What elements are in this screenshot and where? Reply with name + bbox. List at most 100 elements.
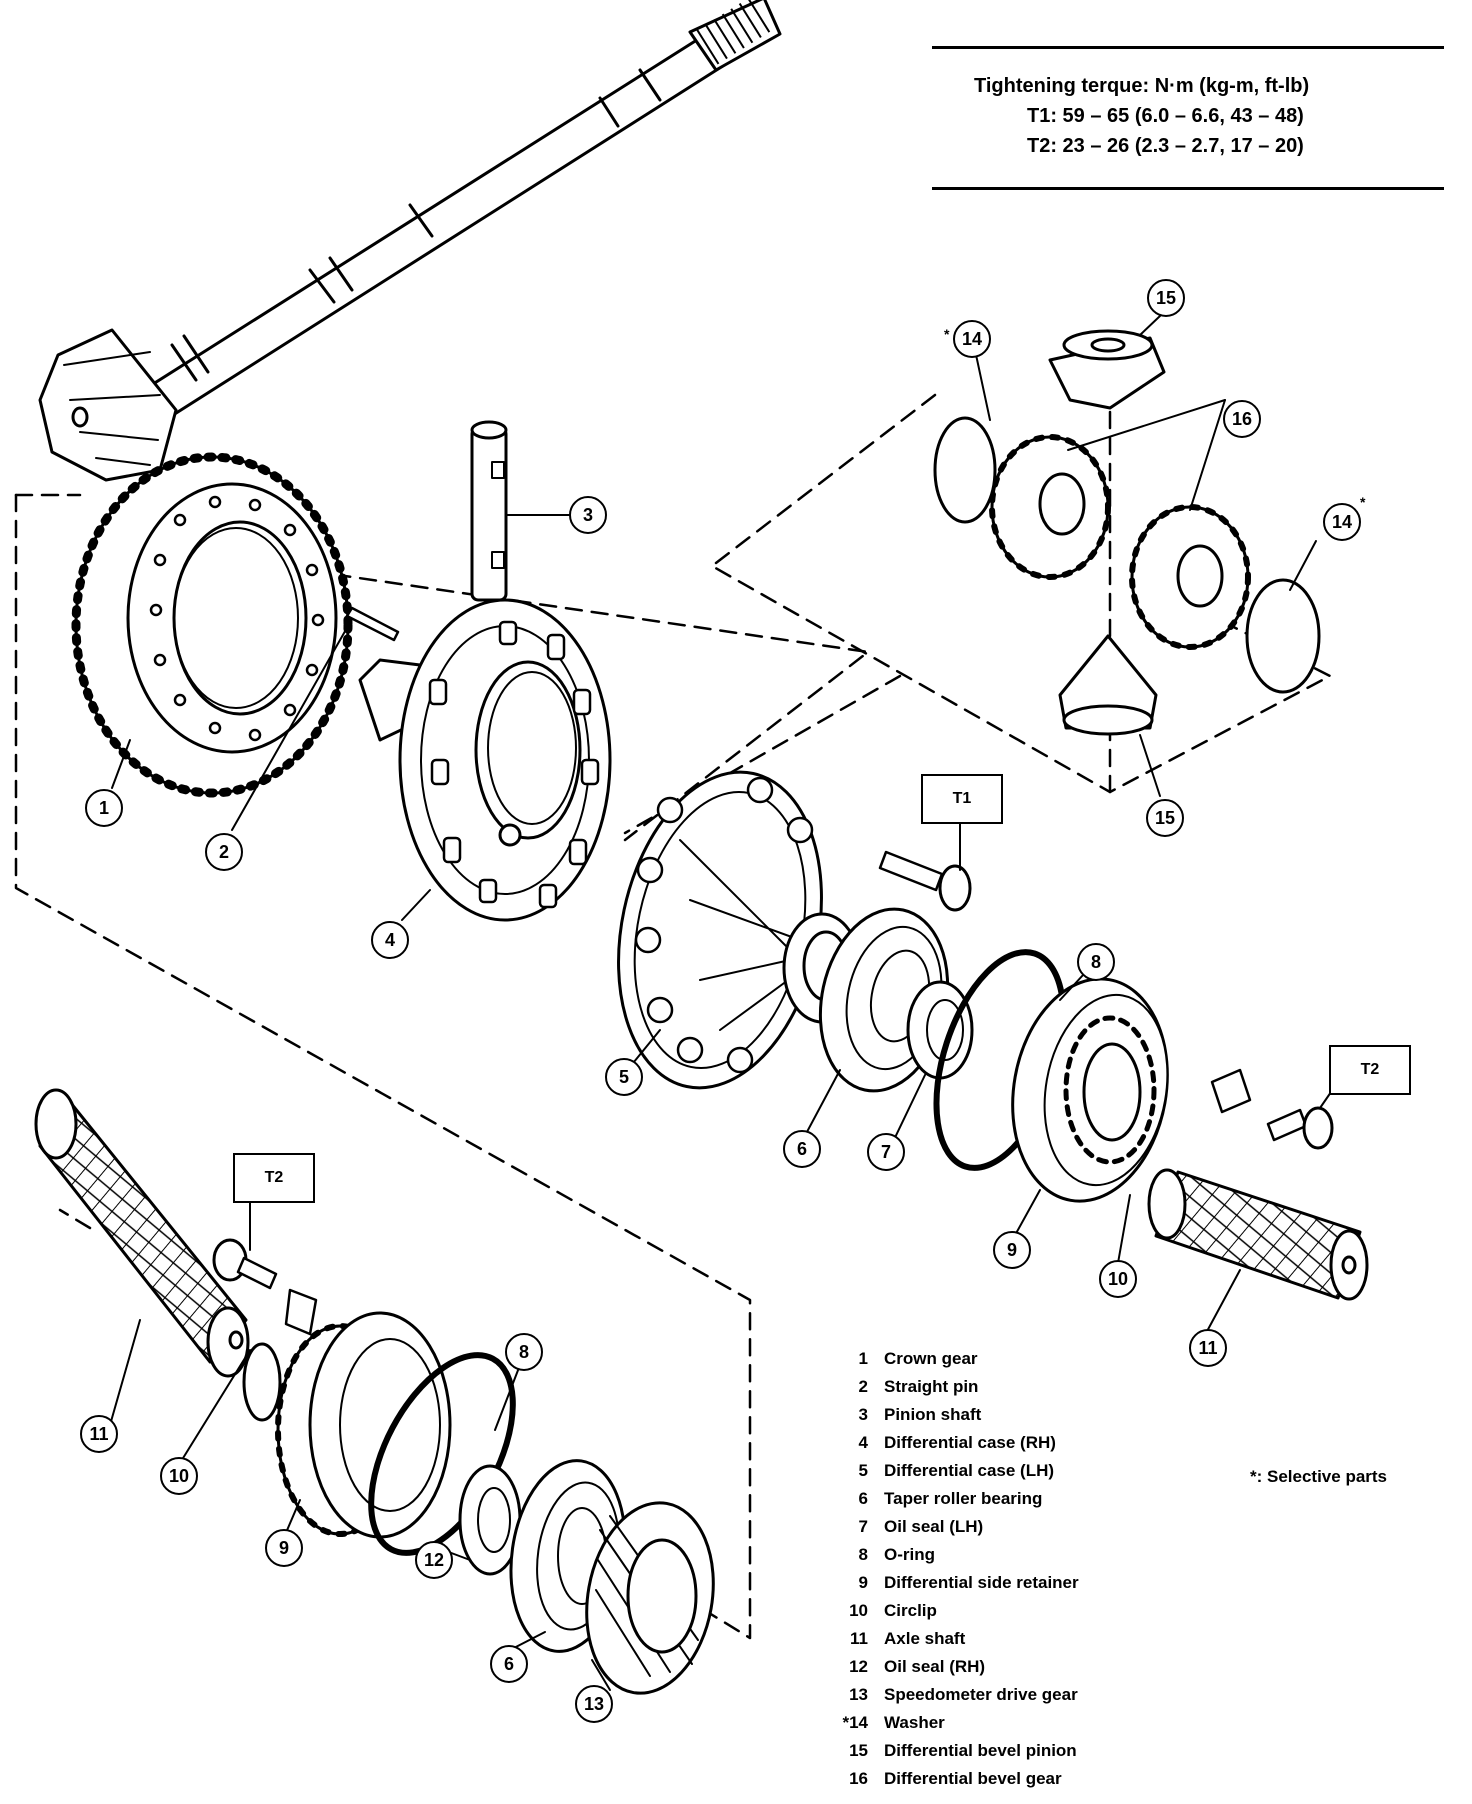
lock-plate-right xyxy=(1210,1068,1252,1114)
part-number: 4 xyxy=(858,1433,868,1452)
callout-1: 1 xyxy=(85,789,123,827)
parts-legend-row: 5 Differential case (LH) xyxy=(830,1457,1190,1485)
bolt-t1 xyxy=(878,850,972,912)
callout-8-right: 8 xyxy=(1077,943,1115,981)
part-name: Axle shaft xyxy=(884,1629,966,1648)
callout-11-right: 11 xyxy=(1189,1329,1227,1367)
callout-5: 5 xyxy=(605,1058,643,1096)
side-retainer-left xyxy=(275,1311,452,1539)
bolt-t2-left xyxy=(212,1238,278,1290)
part-name: Washer xyxy=(884,1713,945,1732)
part-number: 3 xyxy=(858,1405,868,1424)
callout-10-left: 10 xyxy=(160,1457,198,1495)
part-number: 2 xyxy=(858,1377,868,1396)
part-number: 8 xyxy=(858,1545,868,1564)
parts-legend-row: 4 Differential case (RH) xyxy=(830,1429,1190,1457)
washer-left xyxy=(933,416,997,524)
callout-12: 12 xyxy=(415,1541,453,1579)
torque-title: Tightening terque: N·m (kg-m, ft-lb) xyxy=(974,75,1310,97)
speedometer-drive-gear xyxy=(585,1501,715,1695)
taper-roller-bearing-left xyxy=(509,1459,627,1653)
part-number: 12 xyxy=(849,1657,868,1676)
parts-legend-row: 13 Speedometer drive gear xyxy=(830,1681,1190,1709)
part-name: O-ring xyxy=(884,1545,935,1564)
part-name: Straight pin xyxy=(884,1377,979,1396)
part-number: 15 xyxy=(849,1741,868,1760)
torque-spec-box: Tightening terque: N·m (kg-m, ft-lb) T1:… xyxy=(932,46,1444,190)
torque-label-t1: T1 xyxy=(921,774,1003,824)
selective-mark-14-right: * xyxy=(1360,494,1366,510)
parts-legend-row: 2 Straight pin xyxy=(830,1373,1190,1401)
part-name: Speedometer drive gear xyxy=(884,1685,1078,1704)
selective-mark-14-left: * xyxy=(944,326,950,342)
crown-gear xyxy=(71,452,353,798)
differential-case-rh xyxy=(358,598,612,922)
bevel-pinion-top xyxy=(1048,329,1166,410)
part-number: 6 xyxy=(858,1489,868,1508)
parts-legend-row: 8 O-ring xyxy=(830,1541,1190,1569)
torque-t2-spec: T2: 23 – 26 (2.3 – 2.7, 17 – 20) xyxy=(1027,135,1304,157)
parts-legend-row: 1 Crown gear xyxy=(830,1345,1190,1373)
selective-parts-note: *: Selective parts xyxy=(1250,1467,1388,1486)
axle-shaft-right xyxy=(1147,1168,1369,1301)
callout-10-right: 10 xyxy=(1099,1260,1137,1298)
parts-legend-row: 11 Axle shaft xyxy=(830,1625,1190,1653)
side-retainer-right xyxy=(1011,977,1169,1203)
torque-label-t2-left: T2 xyxy=(233,1153,315,1203)
torque-t1-spec: T1: 59 – 65 (6.0 – 6.6, 43 – 48) xyxy=(1027,105,1304,127)
callout-14-left: 14 xyxy=(953,320,991,358)
part-number: 9 xyxy=(858,1573,868,1592)
bolt-t2-right xyxy=(1266,1106,1334,1150)
parts-legend-row: *14 Washer xyxy=(830,1709,1190,1737)
parts-legend-row: 15 Differential bevel pinion xyxy=(830,1737,1190,1765)
callout-9-left: 9 xyxy=(265,1529,303,1567)
callout-6-right: 6 xyxy=(783,1130,821,1168)
lock-plate-left xyxy=(284,1288,318,1336)
parts-legend-row: 9 Differential side retainer xyxy=(830,1569,1190,1597)
circlip-left xyxy=(242,1342,282,1422)
parts-legend-row: 10 Circlip xyxy=(830,1597,1190,1625)
drive-pinion-shaft xyxy=(38,0,782,482)
part-name: Differential side retainer xyxy=(884,1573,1079,1592)
parts-legend-row: 7 Oil seal (LH) xyxy=(830,1513,1190,1541)
bevel-pinion-bottom xyxy=(1058,634,1158,736)
part-number: 11 xyxy=(850,1629,868,1648)
part-name: Differential case (LH) xyxy=(884,1461,1055,1480)
callout-8-left: 8 xyxy=(505,1333,543,1371)
axle-shaft-left xyxy=(34,1088,250,1378)
callout-11-left: 11 xyxy=(80,1415,118,1453)
differential-case-lh xyxy=(617,770,862,1090)
part-name: Crown gear xyxy=(884,1349,978,1368)
callout-16: 16 xyxy=(1223,400,1261,438)
callout-9-right: 9 xyxy=(993,1231,1031,1269)
callout-4: 4 xyxy=(371,921,409,959)
part-name: Differential bevel gear xyxy=(884,1769,1062,1788)
callout-15-bottom: 15 xyxy=(1146,799,1184,837)
callout-14-right: 14 xyxy=(1323,503,1361,541)
part-number: *14 xyxy=(842,1713,868,1732)
part-name: Oil seal (LH) xyxy=(884,1517,984,1536)
pinion-shaft-part xyxy=(470,420,508,602)
part-number: 1 xyxy=(858,1349,868,1368)
part-name: Circlip xyxy=(884,1601,937,1620)
part-number: 13 xyxy=(849,1685,868,1704)
part-name: Differential case (RH) xyxy=(884,1433,1056,1452)
callout-6-left: 6 xyxy=(490,1645,528,1683)
part-name: Differential bevel pinion xyxy=(884,1741,1077,1760)
callout-13: 13 xyxy=(575,1685,613,1723)
part-number: 10 xyxy=(849,1601,868,1620)
part-number: 5 xyxy=(858,1461,868,1480)
washer-right xyxy=(1245,578,1321,694)
part-name: Pinion shaft xyxy=(884,1405,982,1424)
bevel-gear-right xyxy=(1129,504,1251,650)
torque-label-t2-right: T2 xyxy=(1329,1045,1411,1095)
callout-15-top: 15 xyxy=(1147,279,1185,317)
straight-pin xyxy=(345,606,400,642)
parts-legend-row: 3 Pinion shaft xyxy=(830,1401,1190,1429)
part-number: 7 xyxy=(858,1517,868,1536)
